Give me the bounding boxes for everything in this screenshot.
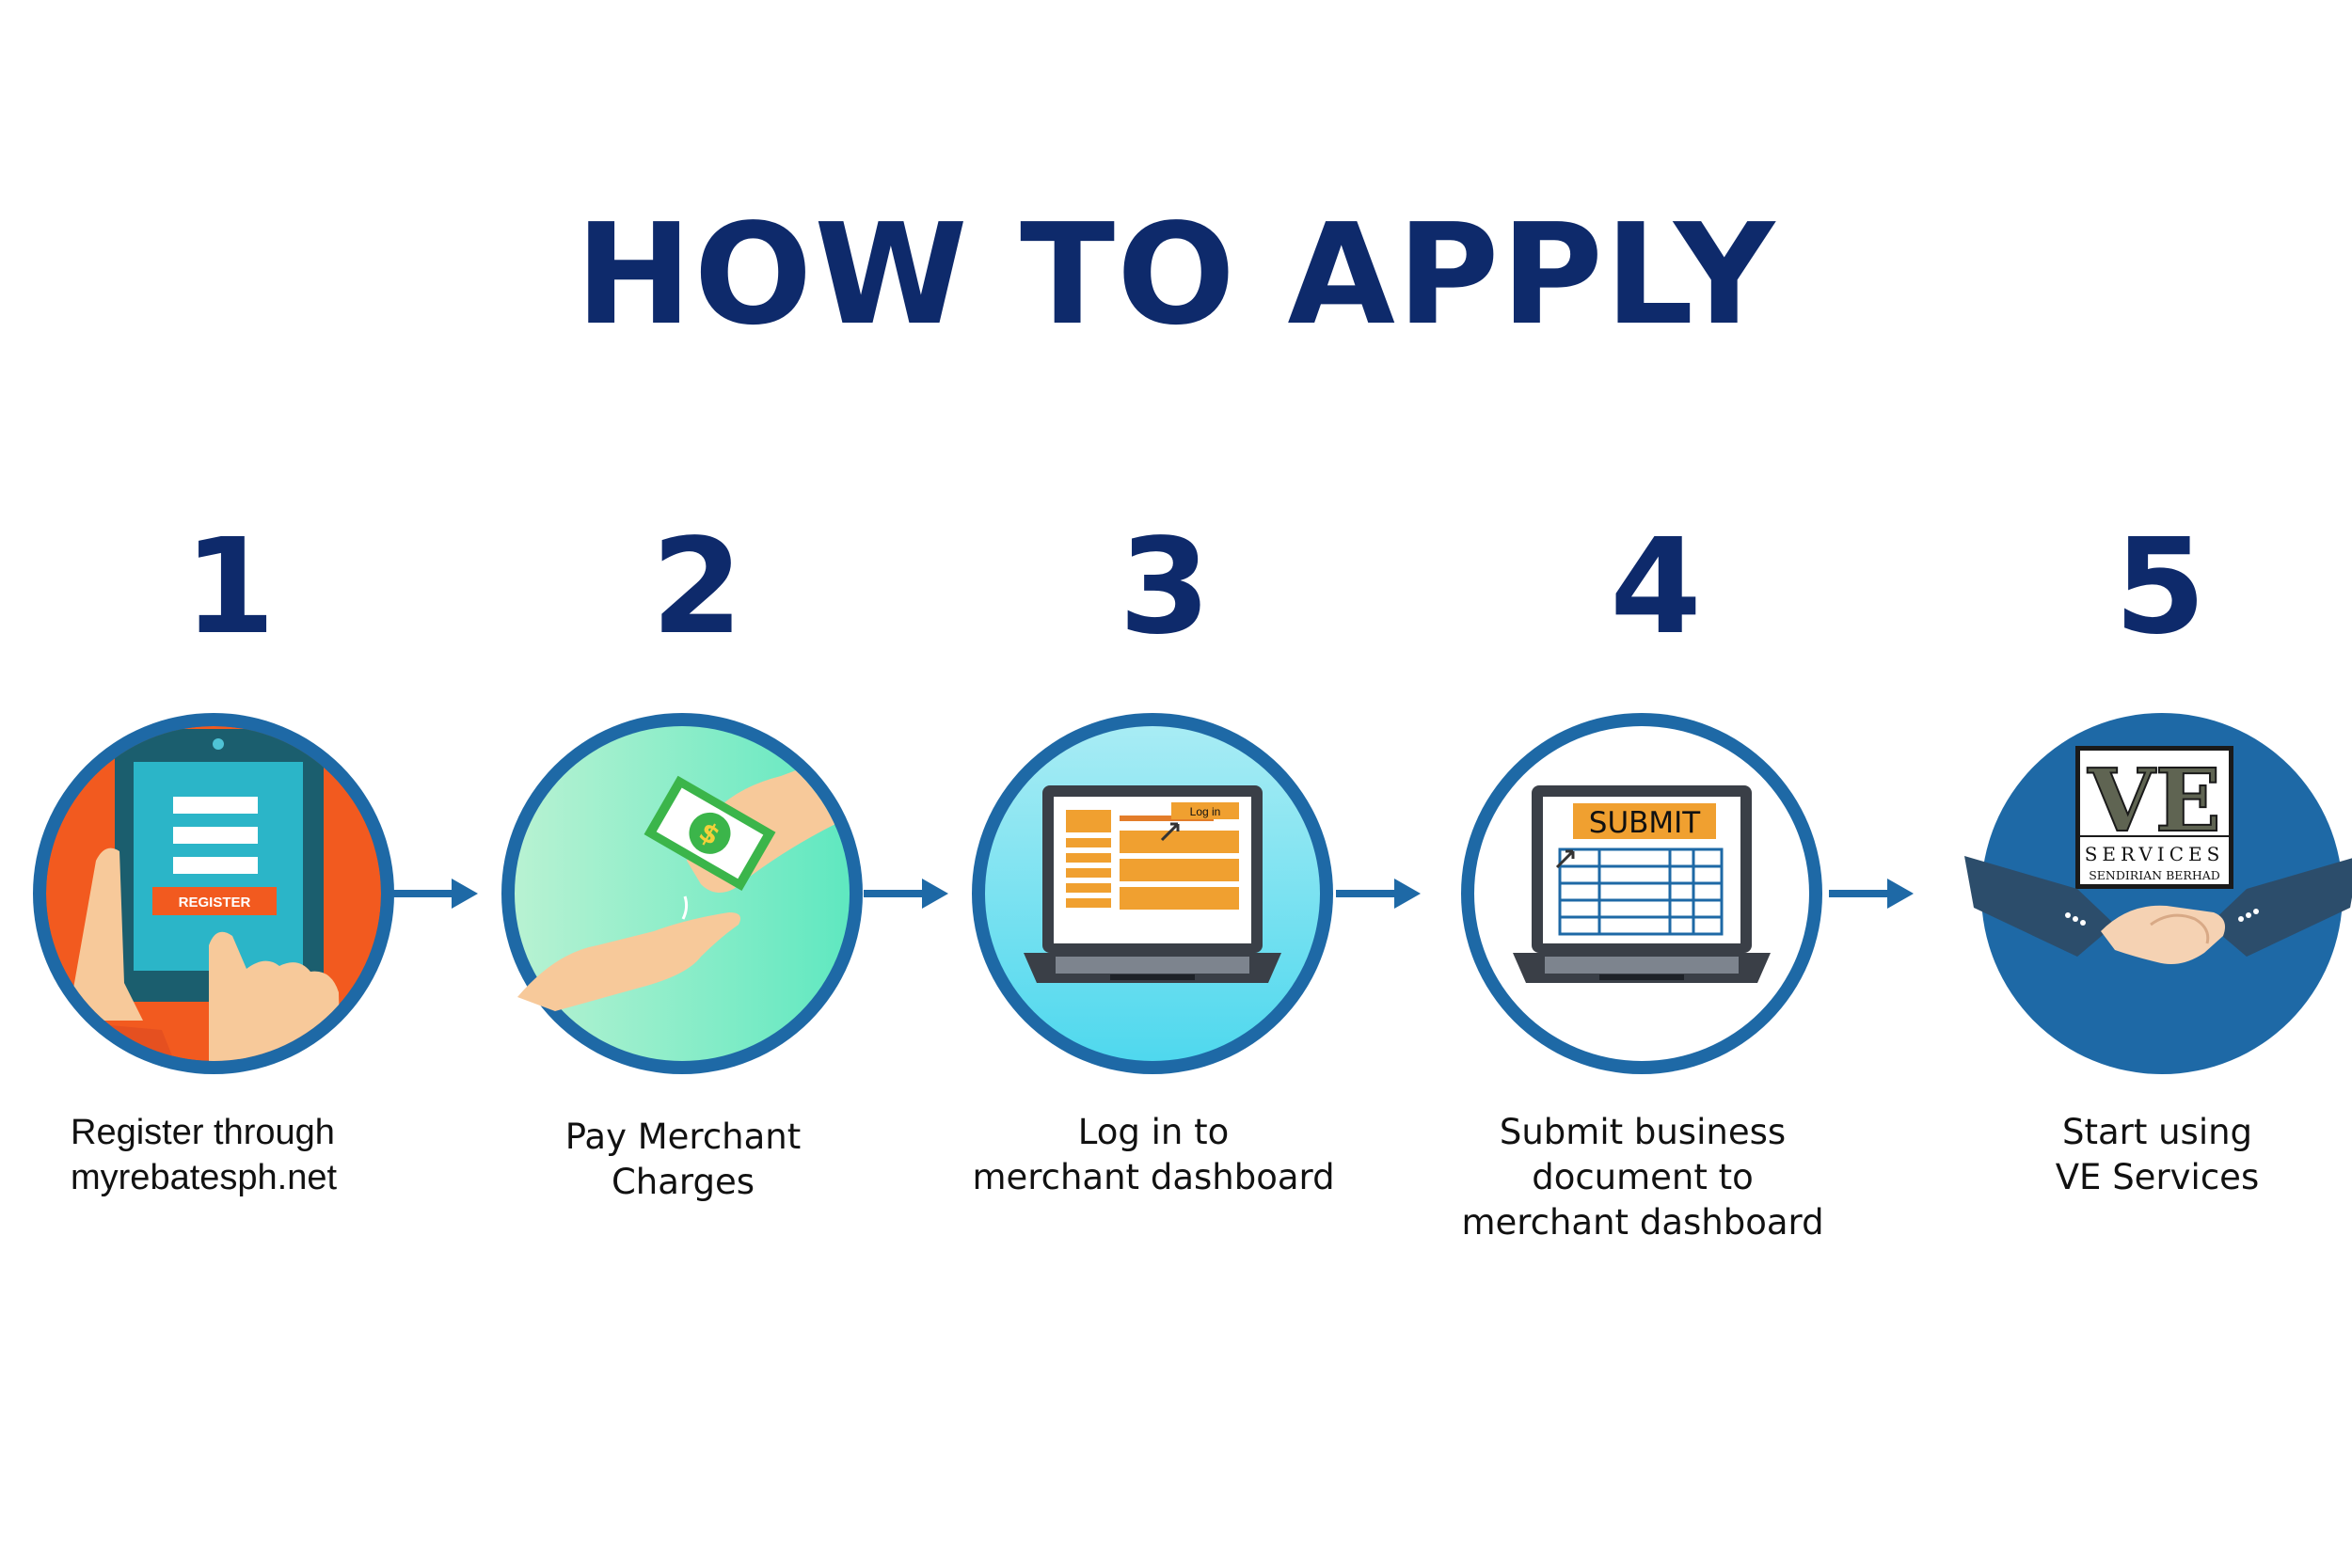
step-4-number: 4	[1610, 511, 1702, 664]
arrow-right-icon	[864, 879, 948, 909]
register-button-label: REGISTER	[179, 895, 251, 911]
arrow-right-icon	[1829, 879, 1914, 909]
step-4-label: Submit business document to merchant das…	[1461, 1112, 1824, 1243]
handshake-icon: VE SERVICES SENDIRIAN BERHAD	[1964, 713, 2352, 1074]
login-button-label: Log in	[1190, 805, 1221, 818]
step-3-label: Log in to merchant dashboard	[972, 1112, 1335, 1197]
step-1-number: 1	[183, 511, 276, 664]
ve-logo-letters: VE	[2087, 750, 2221, 851]
cash-hands-icon: $	[501, 713, 863, 1074]
submit-button-label: SUBMIT	[1589, 806, 1702, 840]
step-2-label: Pay Merchant Charges	[564, 1117, 802, 1202]
tablet-register-icon: REGISTER	[33, 713, 394, 1074]
ve-logo-subtitle: SENDIRIAN BERHAD	[2089, 868, 2220, 882]
step-2-number: 2	[651, 511, 743, 664]
arrow-right-icon	[1336, 879, 1421, 909]
arrow-right-icon	[393, 879, 478, 909]
ve-logo: VE SERVICES SENDIRIAN BERHAD	[2075, 746, 2233, 889]
step-5-number: 5	[2114, 511, 2206, 664]
laptop-submit-icon: SUBMIT	[1461, 713, 1822, 1074]
page-title: HOW TO APPLY	[575, 194, 1777, 356]
step-3-number: 3	[1119, 511, 1211, 664]
ve-logo-services: SERVICES	[2085, 843, 2225, 865]
step-5-label: Start using VE Services	[2055, 1112, 2260, 1197]
laptop-login-icon: Log in	[972, 713, 1333, 1074]
step-1-label: Register through myrebatesph.net	[71, 1113, 338, 1197]
